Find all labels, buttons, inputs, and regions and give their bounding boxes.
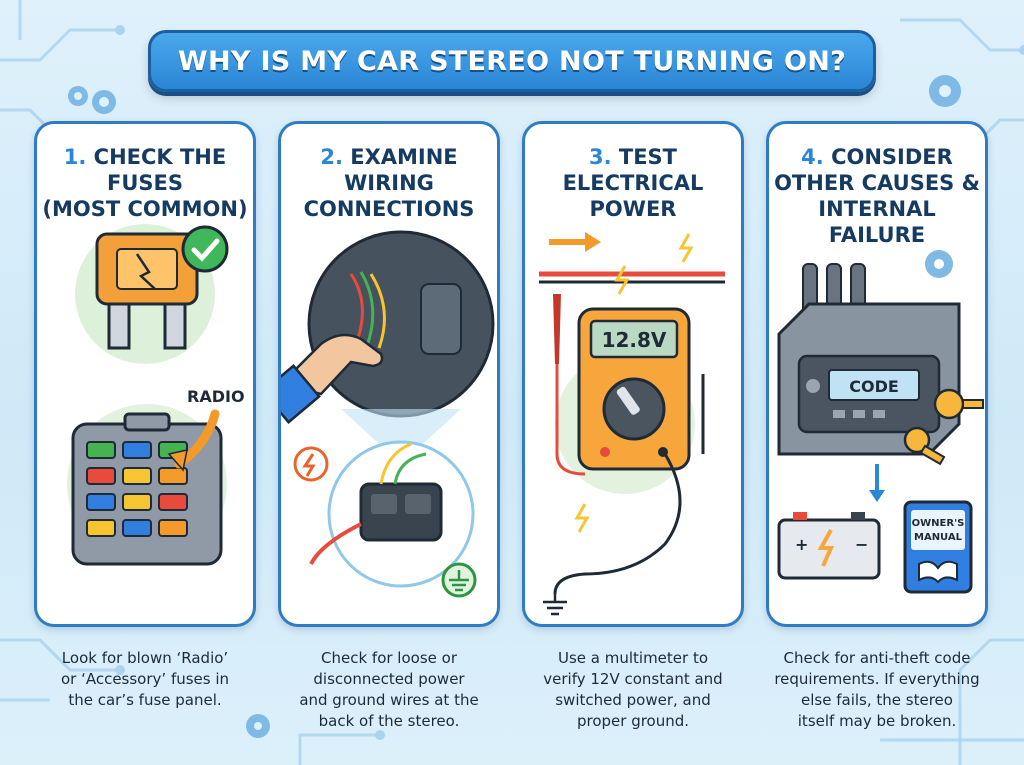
radio-label: RADIO xyxy=(187,387,245,406)
step-panel-power: 3. TEST ELECTRICAL POWER 12.8V xyxy=(522,121,744,627)
connector-icon xyxy=(309,442,443,565)
arrow-icon xyxy=(549,232,601,252)
gear-icon xyxy=(929,75,961,107)
heading-line: WIRING xyxy=(344,171,434,195)
ground-icon xyxy=(441,562,477,598)
fuse-art: RADIO xyxy=(67,224,245,566)
heading-line: TEST xyxy=(618,145,678,169)
step-number: 4. xyxy=(801,145,824,169)
other-causes-art: CODE + − OWNER'S MANUAL xyxy=(777,250,984,594)
step-heading: 3. TEST ELECTRICAL POWER xyxy=(525,144,741,222)
voltage-reading: 12.8V xyxy=(602,328,667,352)
gear-icon xyxy=(68,86,116,114)
caption-line: itself may be broken. xyxy=(797,712,957,730)
key-icon xyxy=(903,388,984,466)
svg-text:−: − xyxy=(855,535,868,554)
check-icon xyxy=(181,225,229,273)
caption-line: Use a multimeter to xyxy=(557,649,709,667)
battery-icon: + − xyxy=(777,512,881,580)
title-banner: WHY IS MY CAR STEREO NOT TURNING ON? xyxy=(148,30,876,92)
step-number: 3. xyxy=(588,145,612,169)
caption-line: switched power, and xyxy=(555,691,711,709)
heading-line: ELECTRICAL xyxy=(562,171,704,195)
heading-line: FUSES xyxy=(107,171,183,195)
manual-label-line: OWNER'S xyxy=(912,518,965,529)
step-number: 1. xyxy=(63,145,87,169)
caption-line: back of the stereo. xyxy=(318,712,460,730)
step-heading: 1. CHECK THE FUSES (MOST COMMON) xyxy=(37,144,253,222)
power-art: 12.8V xyxy=(539,232,725,616)
step-heading: 4. CONSIDER OTHER CAUSES & INTERNAL FAIL… xyxy=(769,144,985,248)
wiring-art xyxy=(281,230,495,598)
step-heading: 2. EXAMINE WIRING CONNECTIONS xyxy=(281,144,497,222)
gear-icon xyxy=(246,714,270,738)
caption-line: or ‘Accessory’ fuses in xyxy=(60,670,230,688)
step-panel-other: 4. CONSIDER OTHER CAUSES & INTERNAL FAIL… xyxy=(766,121,988,627)
caption-line: and ground wires at the xyxy=(299,691,479,709)
hand-icon xyxy=(281,333,384,424)
step-panel-fuses: 1. CHECK THE FUSES (MOST COMMON) xyxy=(34,121,256,627)
caption-line: Check for anti-theft code xyxy=(783,649,971,667)
stereo-unit-icon: CODE xyxy=(777,263,961,456)
manual-book-icon: OWNER'S MANUAL xyxy=(903,500,973,594)
step-caption: Check for anti-theft code requirements. … xyxy=(766,648,988,732)
heading-line: POWER xyxy=(589,197,677,221)
caption-line: else fails, the stereo xyxy=(801,691,953,709)
page-title: WHY IS MY CAR STEREO NOT TURNING ON? xyxy=(177,45,847,77)
caption-line: disconnected power xyxy=(313,670,465,688)
heading-line: INTERNAL FAILURE xyxy=(818,197,936,247)
heading-line: CHECK THE xyxy=(93,145,227,169)
svg-text:+: + xyxy=(795,535,808,554)
caption-line: Look for blown ‘Radio’ xyxy=(61,649,229,667)
lightning-icon xyxy=(293,446,329,482)
step-caption: Check for loose or disconnected power an… xyxy=(278,648,500,732)
fuse-box-icon xyxy=(71,412,223,566)
anti-theft-code-label: CODE xyxy=(849,377,899,396)
caption-line: requirements. If everything xyxy=(774,670,980,688)
step-caption: Look for blown ‘Radio’ or ‘Accessory’ fu… xyxy=(34,648,256,711)
caption-line: verify 12V constant and xyxy=(543,670,723,688)
heading-line: EXAMINE xyxy=(350,145,458,169)
step-caption: Use a multimeter to verify 12V constant … xyxy=(522,648,744,732)
fuse-icon xyxy=(95,232,199,350)
heading-line: OTHER CAUSES & xyxy=(774,171,980,195)
step-panel-wiring: 2. EXAMINE WIRING CONNECTIONS xyxy=(278,121,500,627)
caption-line: Check for loose or xyxy=(321,649,457,667)
multimeter-icon: 12.8V xyxy=(577,307,691,471)
caption-line: the car’s fuse panel. xyxy=(68,691,222,709)
step-number: 2. xyxy=(320,145,343,169)
caption-line: proper ground. xyxy=(576,712,690,730)
heading-line: CONSIDER xyxy=(831,145,953,169)
heading-line: (MOST COMMON) xyxy=(42,197,248,221)
manual-label-line: MANUAL xyxy=(914,532,963,543)
heading-line: CONNECTIONS xyxy=(303,197,475,221)
ground-icon xyxy=(543,594,567,616)
lightning-icon xyxy=(614,265,630,295)
